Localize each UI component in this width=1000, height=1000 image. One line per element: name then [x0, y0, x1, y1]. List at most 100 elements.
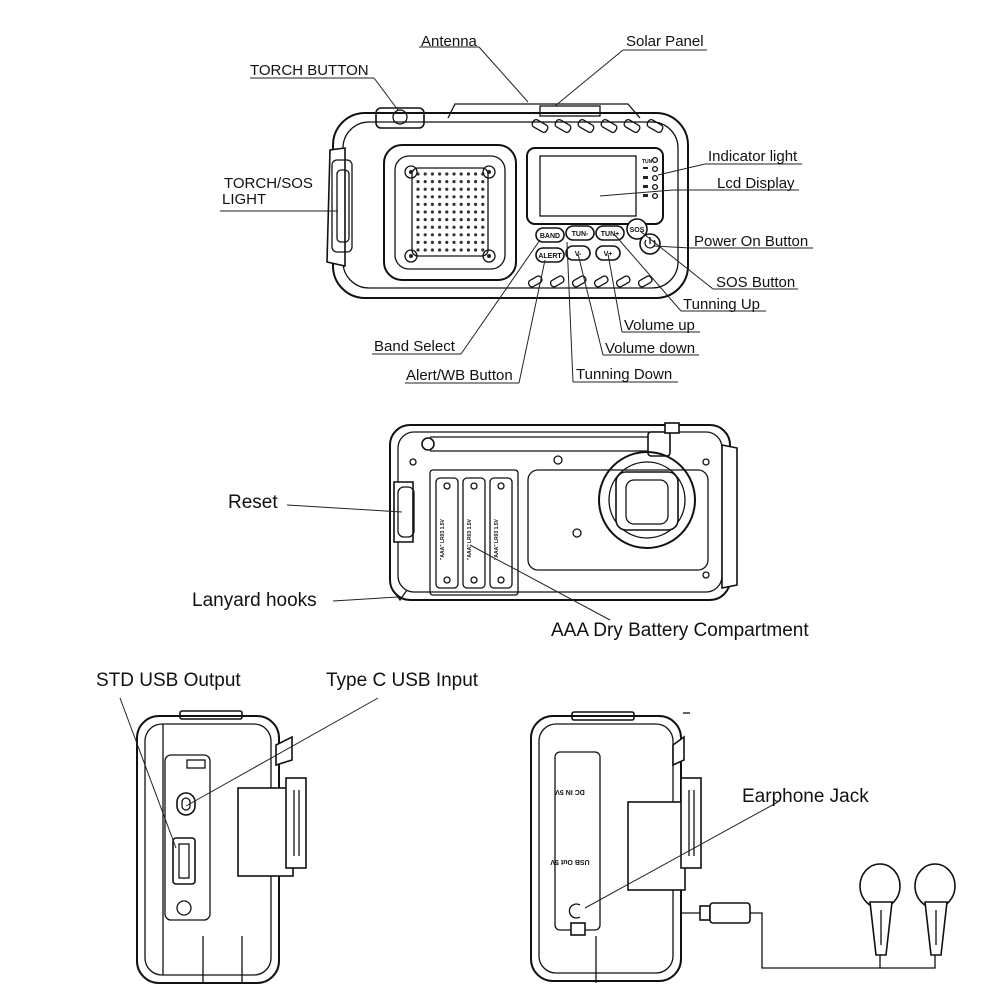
std-usb-output-label: STD USB Output	[96, 670, 241, 691]
speaker-hole	[438, 225, 442, 229]
tune-up-button[interactable]: TUN+	[595, 225, 625, 241]
band-button[interactable]: BAND	[535, 227, 565, 243]
type-c-usb-input-label: Type C USB Input	[326, 670, 479, 691]
torch-sos-light-label-1: TORCH/SOS	[224, 175, 313, 192]
side-crank-left	[237, 735, 307, 877]
speaker-hole	[474, 240, 478, 244]
std-usb-port	[172, 837, 196, 885]
speaker-hole	[445, 202, 449, 206]
solar-panel-label: Solar Panel	[626, 33, 704, 50]
torch-light-shape	[326, 147, 353, 267]
speaker-hole	[438, 248, 442, 252]
speaker-hole	[459, 187, 463, 191]
indicator-light-label: Indicator light	[708, 148, 798, 165]
speaker-hole	[481, 202, 485, 206]
sos-button-callout: SOS Button	[716, 274, 795, 291]
battery-compartment: "AAA" LR03 1.5V "AAA" LR03 1.5V "AAA" LR…	[429, 469, 519, 596]
speaker-hole	[416, 218, 420, 222]
alert-button[interactable]: ALERT	[535, 247, 565, 263]
speaker-hole	[474, 195, 478, 199]
speaker-hole	[416, 202, 420, 206]
speaker-hole	[430, 240, 434, 244]
lanyard-hooks-label: Lanyard hooks	[192, 590, 317, 611]
speaker-hole	[445, 218, 449, 222]
speaker-hole	[481, 218, 485, 222]
front-view: TUN BAND ALERT TUN-	[220, 33, 813, 384]
speaker-hole	[416, 180, 420, 184]
speaker-hole	[430, 195, 434, 199]
speaker-hole	[445, 248, 449, 252]
speaker-hole	[430, 172, 434, 176]
speaker-hole	[452, 218, 456, 222]
earphone-jack-leader	[584, 801, 779, 909]
speaker-hole	[445, 172, 449, 176]
volume-up-button[interactable]: V+	[595, 245, 621, 261]
battery-1: "AAA" LR03 1.5V	[435, 477, 459, 589]
sos-button[interactable]: SOS	[626, 218, 648, 240]
speaker-hole	[474, 187, 478, 191]
speaker-hole	[481, 187, 485, 191]
speaker-grille	[383, 144, 517, 281]
speaker-hole	[466, 195, 470, 199]
speaker-hole	[452, 180, 456, 184]
speaker-hole	[474, 218, 478, 222]
usb-output-leader	[119, 697, 177, 849]
type-c-leader	[185, 697, 379, 807]
hand-crank	[527, 451, 709, 571]
control-buttons: BAND ALERT TUN- TUN+ V- V+	[535, 218, 661, 263]
speaker-hole	[452, 233, 456, 237]
right-side-view: DC IN 5V USB Out 5V Ear	[530, 711, 956, 983]
speaker-hole	[466, 248, 470, 252]
speaker-hole	[474, 172, 478, 176]
tunning-down-label: Tunning Down	[576, 366, 672, 383]
speaker-hole	[430, 233, 434, 237]
sos-button-label: SOS	[630, 227, 645, 234]
speaker-hole	[452, 187, 456, 191]
volume-up-callout: Volume up	[624, 317, 695, 334]
battery-compartment-label: AAA Dry Battery Compartment	[551, 620, 809, 641]
speaker-hole	[452, 248, 456, 252]
alert-wb-button-label: Alert/WB Button	[406, 367, 513, 384]
speaker-hole	[459, 195, 463, 199]
speaker-hole	[423, 172, 427, 176]
speaker-hole	[466, 202, 470, 206]
tunning-up-label: Tunning Up	[683, 296, 760, 313]
speaker-hole	[481, 180, 485, 184]
volume-down-button[interactable]: V-	[565, 245, 591, 261]
speaker-hole	[481, 240, 485, 244]
speaker-hole	[459, 180, 463, 184]
speaker-hole	[445, 233, 449, 237]
torch-sos-light-label-2: LIGHT	[222, 191, 266, 208]
speaker-hole	[416, 210, 420, 214]
speaker-hole	[416, 248, 420, 252]
speaker-hole	[438, 195, 442, 199]
speaker-hole	[445, 180, 449, 184]
speaker-hole	[438, 187, 442, 191]
speaker-hole	[430, 225, 434, 229]
speaker-hole	[416, 233, 420, 237]
usb-out-text: USB Out 5V	[550, 858, 590, 865]
power-on-button-label: Power On Button	[694, 233, 808, 250]
speaker-hole	[466, 225, 470, 229]
speaker-hole	[438, 233, 442, 237]
telescopic-antenna	[421, 422, 680, 457]
speaker-hole	[459, 218, 463, 222]
tune-down-button[interactable]: TUN-	[565, 225, 595, 241]
speaker-hole	[430, 248, 434, 252]
speaker-hole	[416, 240, 420, 244]
speaker-hole	[423, 195, 427, 199]
speaker-hole	[466, 233, 470, 237]
back-view: "AAA" LR03 1.5V "AAA" LR03 1.5V "AAA" LR…	[192, 422, 809, 641]
speaker-hole	[438, 180, 442, 184]
speaker-hole	[423, 248, 427, 252]
speaker-hole	[481, 195, 485, 199]
speaker-hole	[466, 187, 470, 191]
speaker-hole	[423, 202, 427, 206]
band-button-label: BAND	[540, 233, 560, 240]
lanyard-leader	[332, 596, 399, 602]
alert-button-label: ALERT	[538, 253, 562, 260]
speaker-hole	[423, 225, 427, 229]
battery-3: "AAA" LR03 1.5V	[489, 477, 513, 589]
speaker-hole	[430, 210, 434, 214]
tune-up-label: TUN+	[601, 231, 619, 238]
